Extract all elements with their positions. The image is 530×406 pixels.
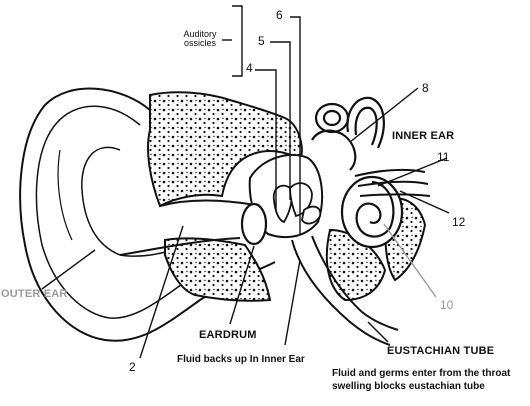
label-5: 5 xyxy=(258,34,265,48)
outer-ear-pinna xyxy=(19,87,276,342)
inner-ear-label: INNER EAR xyxy=(392,130,455,142)
semicircular-canals xyxy=(311,96,385,171)
fluid-note: Fluid backs up In Inner Ear xyxy=(177,354,305,365)
auditory-ossicles-label: Auditory ossicles xyxy=(183,29,217,48)
ear-canal xyxy=(119,199,256,256)
eustachian-tube-label: EUSTACHIAN TUBE xyxy=(387,345,495,357)
label-4: 4 xyxy=(246,61,253,75)
label-8: 8 xyxy=(422,81,429,95)
eustachian-tube-shape xyxy=(291,235,399,346)
label-11: 11 xyxy=(437,150,450,164)
label-2: 2 xyxy=(129,360,136,374)
leader-lines xyxy=(41,5,450,359)
throat-note-line-2: swelling blocks eustachian tube xyxy=(332,381,485,392)
eardrum-label: EARDRUM xyxy=(199,329,257,341)
label-12: 12 xyxy=(452,215,466,229)
outer-ear-label: OUTER EAR xyxy=(1,288,68,300)
auditory-ossicles-shapes xyxy=(272,182,322,225)
auditory-nerve xyxy=(354,168,431,197)
eardrum-membrane xyxy=(240,202,268,246)
label-6: 6 xyxy=(276,8,283,22)
throat-note-line-1: Fluid and germs enter from the throat xyxy=(332,368,511,379)
label-10: 10 xyxy=(440,298,454,312)
